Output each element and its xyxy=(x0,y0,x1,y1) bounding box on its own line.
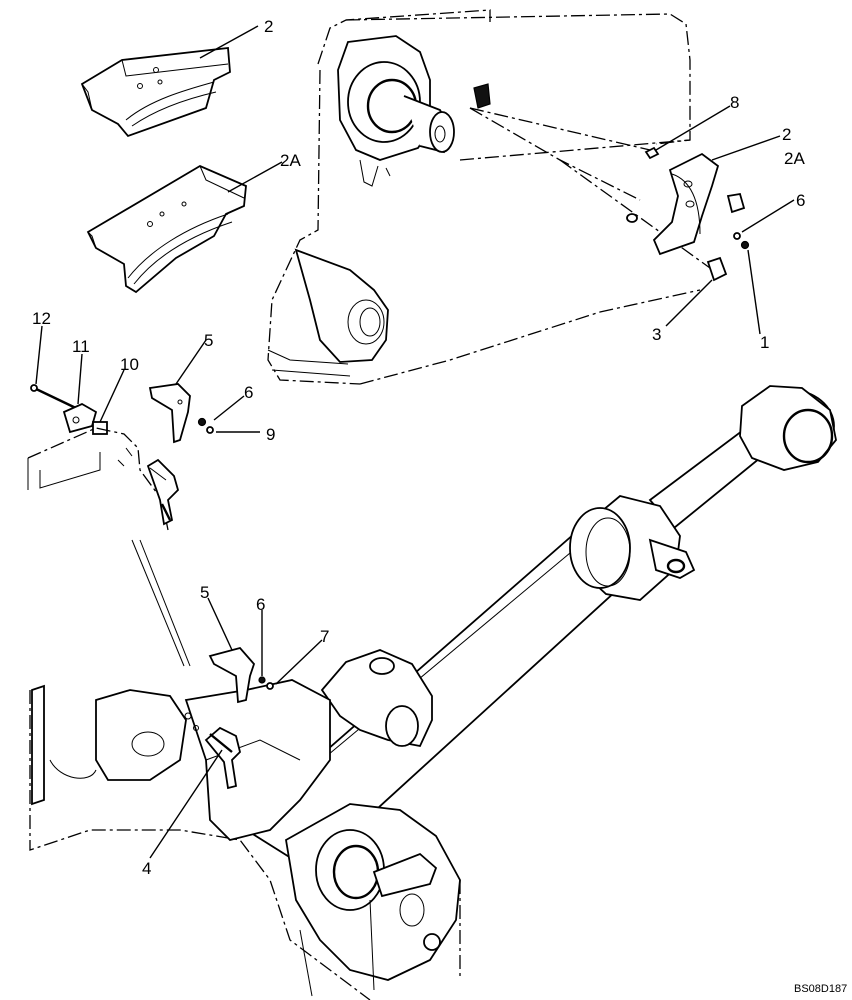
callout-5-upper: 5 xyxy=(204,331,213,350)
callout-2-right: 2 xyxy=(782,125,791,144)
callout-12: 12 xyxy=(32,309,51,328)
callout-5-lower: 5 xyxy=(200,583,209,602)
callout-3: 3 xyxy=(652,325,661,344)
leader-lines xyxy=(35,25,795,859)
callout-2a-right: 2A xyxy=(784,149,805,168)
sensor-mount-detail xyxy=(27,383,214,667)
loader-frame-lower xyxy=(29,646,461,1000)
lift-cylinder xyxy=(238,385,837,872)
callout-2-top: 2 xyxy=(264,17,273,36)
loader-frame-upper xyxy=(267,9,711,385)
callout-6-right: 6 xyxy=(796,191,805,210)
callout-7: 7 xyxy=(320,627,329,646)
callout-9: 9 xyxy=(266,425,275,444)
callout-2a-left: 2A xyxy=(280,151,301,170)
callout-labels: 2 2A 8 2 2A 6 3 1 12 11 10 5 6 9 5 6 7 4… xyxy=(32,17,847,995)
callout-8: 8 xyxy=(730,93,739,112)
callout-6-upper: 6 xyxy=(244,383,253,402)
bracket-2-illustration xyxy=(80,47,231,138)
callout-10: 10 xyxy=(120,355,139,374)
callout-4: 4 xyxy=(142,859,151,878)
bracket-2a-illustration xyxy=(86,164,247,294)
callout-11: 11 xyxy=(72,337,90,356)
callout-6-lower: 6 xyxy=(256,595,265,614)
bracket-assembly-right xyxy=(626,146,750,282)
callout-1: 1 xyxy=(760,333,769,352)
drawing-code: BS08D187 xyxy=(794,983,847,995)
